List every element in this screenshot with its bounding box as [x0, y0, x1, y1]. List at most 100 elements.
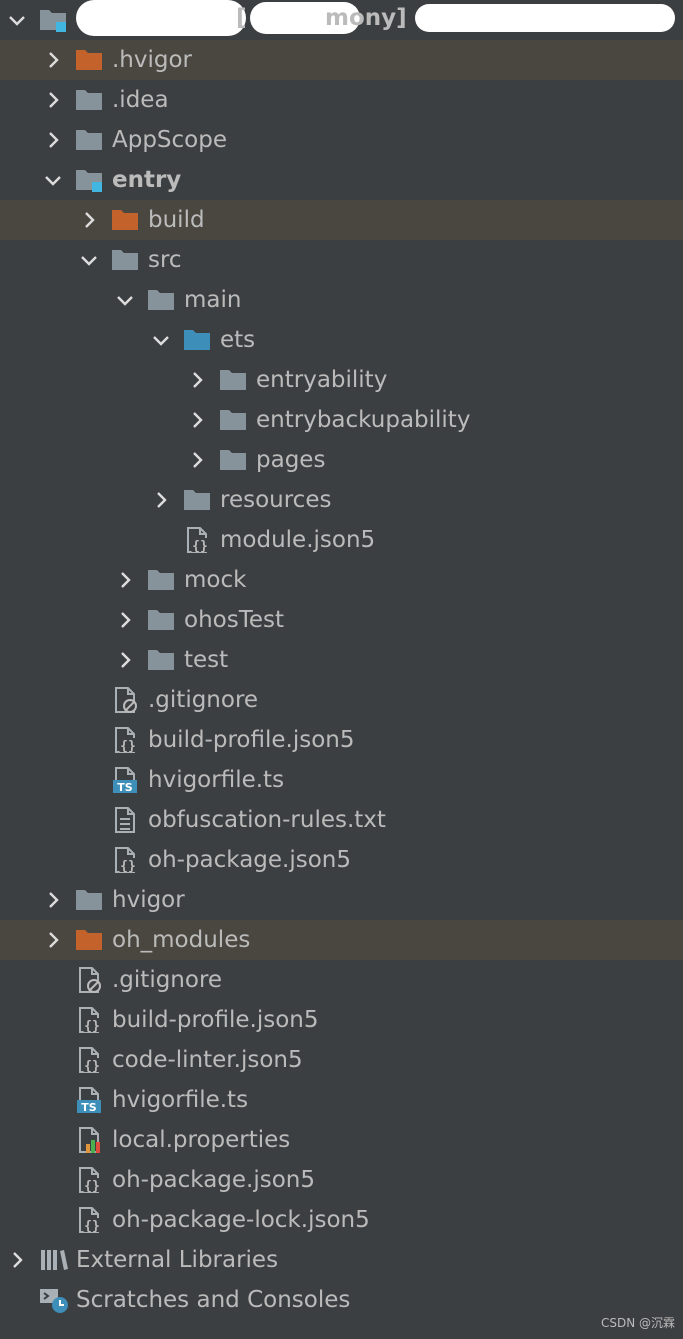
tree-row[interactable]: {} module.json5: [0, 520, 683, 560]
folder-icon: [182, 486, 214, 514]
tree-row[interactable]: pages: [0, 440, 683, 480]
tree-row[interactable]: .gitignore: [0, 680, 683, 720]
tree-row[interactable]: .hvigor: [0, 40, 683, 80]
folder-icon: [218, 406, 250, 434]
svg-text:TS: TS: [117, 781, 133, 794]
tree-row[interactable]: entrybackupability: [0, 400, 683, 440]
tree-row[interactable]: {}oh-package.json5: [0, 1160, 683, 1200]
chevron-right-icon[interactable]: [148, 486, 174, 514]
tree-row[interactable]: AppScope: [0, 120, 683, 160]
chevron-down-icon[interactable]: [148, 326, 174, 354]
tree-row-project-root[interactable]: [ mony]: [0, 0, 683, 40]
folder-icon: [74, 86, 106, 114]
tree-row-label: hvigor: [112, 887, 185, 913]
tree-row[interactable]: {}oh-package.json5: [0, 840, 683, 880]
tree-row[interactable]: oh_modules: [0, 920, 683, 960]
tree-row-label: External Libraries: [76, 1247, 279, 1273]
tree-row-label: oh-package-lock.json5: [112, 1207, 370, 1233]
tree-row[interactable]: {}build-profile.json5: [0, 720, 683, 760]
tree-row[interactable]: obfuscation-rules.txt: [0, 800, 683, 840]
tree-row[interactable]: .gitignore: [0, 960, 683, 1000]
chevron-right-icon[interactable]: [40, 926, 66, 954]
svg-text:{}: {}: [84, 1219, 100, 1234]
libraries-icon: [38, 1246, 70, 1274]
watermark: CSDN @沉霖: [600, 1316, 675, 1330]
json5-file-icon: {}: [74, 1046, 106, 1074]
tree-row-label: main: [184, 287, 242, 313]
project-root-label-fragment-left: [: [236, 5, 247, 31]
svg-text:{}: {}: [120, 859, 136, 874]
tree-row-label: hvigorfile.ts: [112, 1087, 249, 1113]
tree-row[interactable]: {} oh-package-lock.json5: [0, 1200, 683, 1240]
tree-row[interactable]: ohosTest: [0, 600, 683, 640]
chevron-right-icon[interactable]: [184, 446, 210, 474]
tree-row-label: mock: [184, 567, 247, 593]
tree-row-label: entry: [112, 167, 182, 193]
tree-row-label: ohosTest: [184, 607, 284, 633]
chevron-right-icon[interactable]: [76, 206, 102, 234]
tree-row-label: .gitignore: [148, 687, 259, 713]
tree-row[interactable]: {}build-profile.json5: [0, 1000, 683, 1040]
folder-icon: [146, 566, 178, 594]
project-root-label-fragment-right: mony]: [325, 5, 407, 31]
chevron-right-icon[interactable]: [112, 606, 138, 634]
chevron-right-icon[interactable]: [184, 406, 210, 434]
chevron-right-icon[interactable]: [4, 1246, 30, 1274]
chevron-right-icon[interactable]: [40, 886, 66, 914]
tree-row-label: src: [148, 247, 182, 273]
chevron-right-icon[interactable]: [40, 126, 66, 154]
chevron-right-icon[interactable]: [184, 366, 210, 394]
folder-icon: [146, 646, 178, 674]
properties-file-icon: [74, 1126, 106, 1154]
folder-icon: [74, 126, 106, 154]
tree-row-label: Scratches and Consoles: [76, 1287, 351, 1313]
folder-icon: [146, 286, 178, 314]
folder-icon: [74, 886, 106, 914]
tree-row-label: test: [184, 647, 229, 673]
chevron-down-icon[interactable]: [76, 246, 102, 274]
folder-excluded-icon: [110, 206, 142, 234]
tree-row-label: .hvigor: [112, 47, 193, 73]
module-folder-icon: [38, 6, 70, 34]
typescript-file-icon: TS: [74, 1086, 106, 1114]
tree-row[interactable]: {}code-linter.json5: [0, 1040, 683, 1080]
tree-row-label: build-profile.json5: [112, 1007, 319, 1033]
chevron-right-icon[interactable]: [40, 86, 66, 114]
tree-row[interactable]: Scratches and Consoles: [0, 1280, 683, 1320]
tree-row-label: .idea: [112, 87, 169, 113]
tree-row-label: obfuscation-rules.txt: [148, 807, 386, 833]
tree-row[interactable]: build: [0, 200, 683, 240]
tree-row[interactable]: entry: [0, 160, 683, 200]
folder-icon: [218, 366, 250, 394]
gitignore-file-icon: [110, 686, 142, 714]
chevron-down-icon[interactable]: [112, 286, 138, 314]
chevron-right-icon[interactable]: [112, 646, 138, 674]
tree-row[interactable]: main: [0, 280, 683, 320]
json5-file-icon: {}: [74, 1166, 106, 1194]
chevron-right-icon[interactable]: [40, 46, 66, 74]
tree-row[interactable]: ets: [0, 320, 683, 360]
chevron-down-icon[interactable]: [4, 6, 30, 34]
tree-row-label: pages: [256, 447, 326, 473]
svg-text:{}: {}: [192, 539, 208, 554]
tree-row-label: build: [148, 207, 205, 233]
tree-row[interactable]: resources: [0, 480, 683, 520]
tree-row-label: .gitignore: [112, 967, 223, 993]
chevron-down-icon[interactable]: [40, 166, 66, 194]
tree-row[interactable]: test: [0, 640, 683, 680]
typescript-file-icon: TS: [110, 766, 142, 794]
tree-row-label: module.json5: [220, 527, 376, 553]
tree-row[interactable]: src: [0, 240, 683, 280]
tree-row[interactable]: mock: [0, 560, 683, 600]
tree-row[interactable]: .idea: [0, 80, 683, 120]
tree-row[interactable]: External Libraries: [0, 1240, 683, 1280]
tree-row[interactable]: local.properties: [0, 1120, 683, 1160]
tree-row[interactable]: entryability: [0, 360, 683, 400]
tree-row-label: build-profile.json5: [148, 727, 355, 753]
json5-file-icon: {}: [182, 526, 214, 554]
chevron-right-icon[interactable]: [112, 566, 138, 594]
tree-row[interactable]: hvigor: [0, 880, 683, 920]
scratches-icon: [38, 1286, 70, 1314]
